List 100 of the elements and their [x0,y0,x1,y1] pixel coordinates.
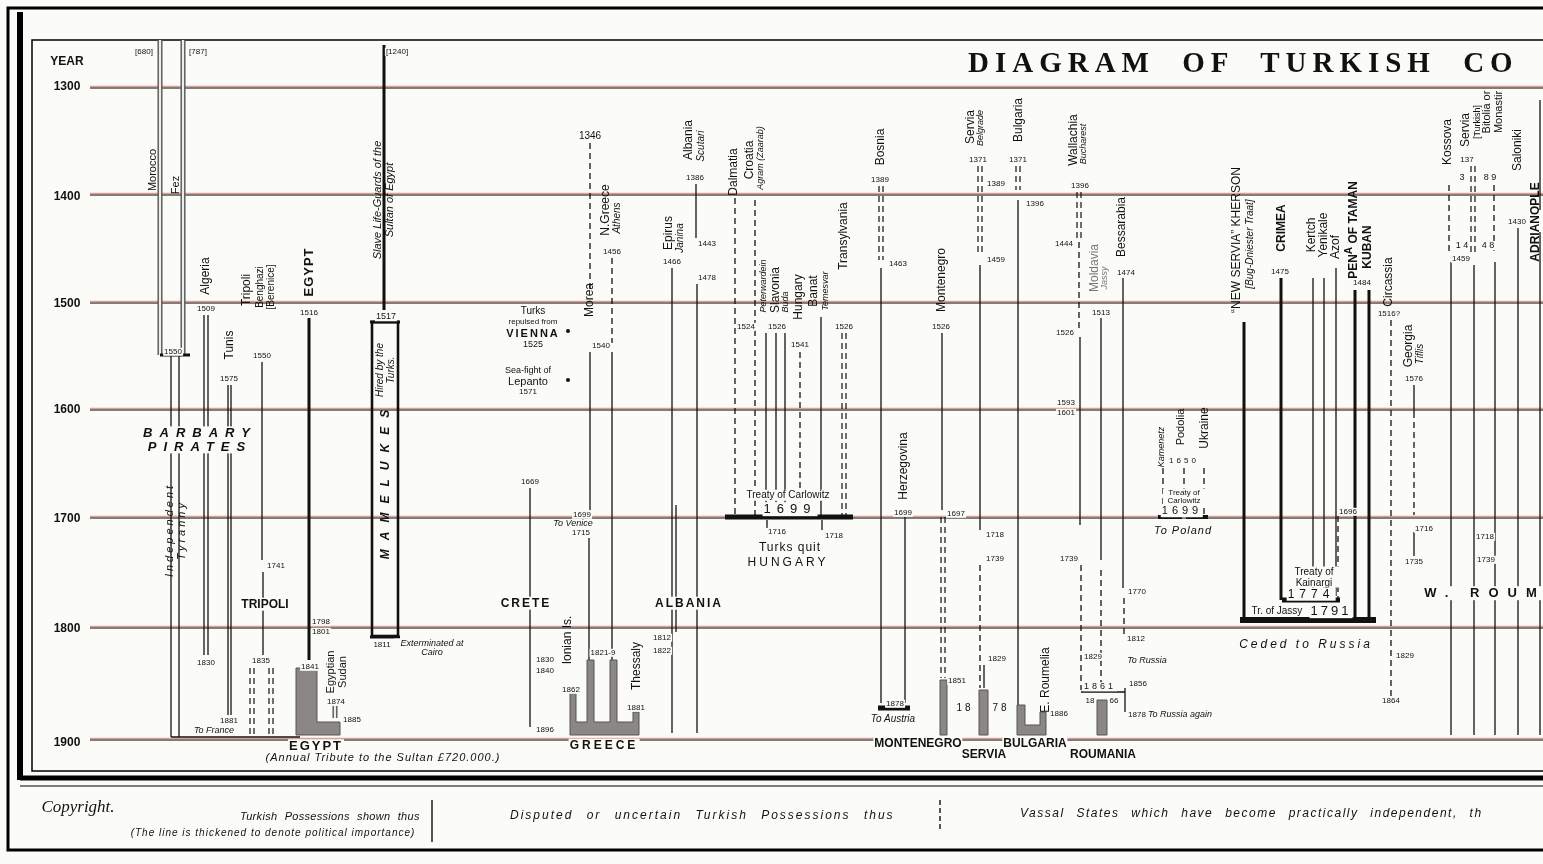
date-label: 1526 [834,322,854,332]
date-label: 1821-9 [589,648,617,658]
date-label: 1513 [1091,308,1111,318]
legend-text: Disputed or uncertain Turkish Possessions thus [510,808,895,822]
date-label: 1841 [300,662,320,672]
territory-label: Ukraine [1197,406,1211,450]
date-label: 1346 [577,130,603,142]
territory-label: Ionian Is. [560,614,574,666]
date-label: 66 [1108,696,1120,706]
territory-label: Kertch [1304,216,1318,254]
note-text: Scutari [695,129,707,163]
date-label: 1396 [1025,199,1045,209]
date-label: 1699 [1160,505,1204,517]
date-label: 1526 [1055,328,1075,338]
territory-label: Morea [582,282,596,318]
date-label: 1466 [662,257,682,267]
territory-label: Montenegro [934,247,948,313]
note-text: Peterwardein [759,258,769,314]
date-label: 1881 [626,703,646,713]
territory-label: Bessarabia [1114,196,1128,258]
territory-label: Servia [1458,112,1472,148]
territory-label: N.Greece [598,183,612,237]
note-text: Buda [781,290,791,314]
date-label: 1459 [1451,254,1471,264]
territory-label: GREECE [568,738,640,752]
date-label: 1699 [572,510,592,520]
date-label: 1835 [251,656,271,666]
territory-label: Croatia [742,139,756,181]
date-label: 1829 [1395,651,1415,661]
note-text: Treaty of Carlowitz [1163,488,1205,506]
territory-label: Thessaly [629,641,643,691]
date-label: 1862 [561,685,581,695]
date-label: 1699 [762,502,818,516]
territory-label: Dalmatia [726,147,740,197]
date-label: 3 [1458,173,1466,183]
date-label: 1484 [1352,278,1372,288]
date-label: 1475 [1270,267,1290,277]
date-label: 1456 [602,247,622,257]
legend-text: Turkish Possessions shown thus [240,810,420,822]
date-label: 1463 [888,259,908,269]
date-label: 1444 [1054,239,1074,249]
territory-label: TRIPOLI [240,597,290,611]
territory-label: E. Roumelia [1038,646,1052,713]
territory-label: ADRIANOPLE [1528,181,1542,263]
date-label: 1516? [1376,309,1402,319]
note-text: [Bug-Dniester Traat] [1244,198,1256,290]
year-axis-label: 1500 [52,296,82,310]
date-label: 1601 [1056,408,1076,418]
note-text: MAMELUKES [378,399,392,561]
territory-label: Yenikale [1316,211,1330,259]
date-label: 1718 [1475,532,1495,542]
year-axis-label: 1900 [52,735,82,749]
territory-label: Bitolia or Monastir [1481,89,1505,134]
date-label: 1830 [196,658,216,668]
date-label: 137 [1459,155,1475,165]
date-label: 1696 [1338,507,1358,517]
date-label: 1718 [824,531,844,541]
date-label: 1550 [163,347,183,357]
note-text: Treaty of Carlowitz [745,489,831,501]
territory-label: BULGARIA [1002,736,1068,750]
date-label: 1526 [931,322,951,332]
note-text: Jassy [1100,265,1110,291]
date-label: 4 8 [1480,241,1496,251]
date-label: 1459 [986,255,1006,265]
date-label: 1878 [1127,710,1147,720]
note-text: Independent Tyranny [164,481,188,580]
date-label: 1550 [252,351,272,361]
date-label: 1371 [968,155,988,165]
note-text: Lepanto [507,376,549,388]
date-label: 1735 [1404,557,1424,567]
date-label: 1830 [535,655,555,665]
territory-label: Wallachia [1066,113,1080,167]
date-label: 1474 [1116,268,1136,278]
date-label: 1718 [985,530,1005,540]
date-label: 1739 [1476,555,1496,565]
date-label: 1571 [518,387,538,397]
diagram-title: DIAGRAM OF TURKISH CO [968,46,1519,79]
territory-label: Kossova [1440,118,1454,166]
date-label: 1878 [885,699,905,709]
year-axis-label: 1600 [52,402,82,416]
date-label: 1526 [767,322,787,332]
territory-label: Egyptian Sudan [325,649,349,696]
note-text: repulsed from [507,317,559,327]
territory-label: Podolia [1175,407,1187,447]
date-label: 1801 [311,627,331,637]
note-text: Sea-fight of [504,366,552,376]
year-axis-label: 1400 [52,189,82,203]
territory-label: W. ROUM [1423,586,1543,600]
note-text: Copyright. [40,798,116,816]
territory-label: Herzegovina [896,431,910,501]
territory-label: SERVIA [960,747,1008,761]
date-label: 1 4 [1454,241,1470,251]
territory-label: Georgia [1401,323,1415,369]
date-label: 1886 [1049,709,1069,719]
territory-label: Morocco [147,147,159,193]
note-text: (Annual Tribute to the Sultan £720.000.) [264,752,502,764]
territory-label: ALBANIA [654,596,724,610]
date-label: 1881 [219,716,239,726]
territory-label: Tunis [222,329,236,361]
date-label: 1697 [946,509,966,519]
